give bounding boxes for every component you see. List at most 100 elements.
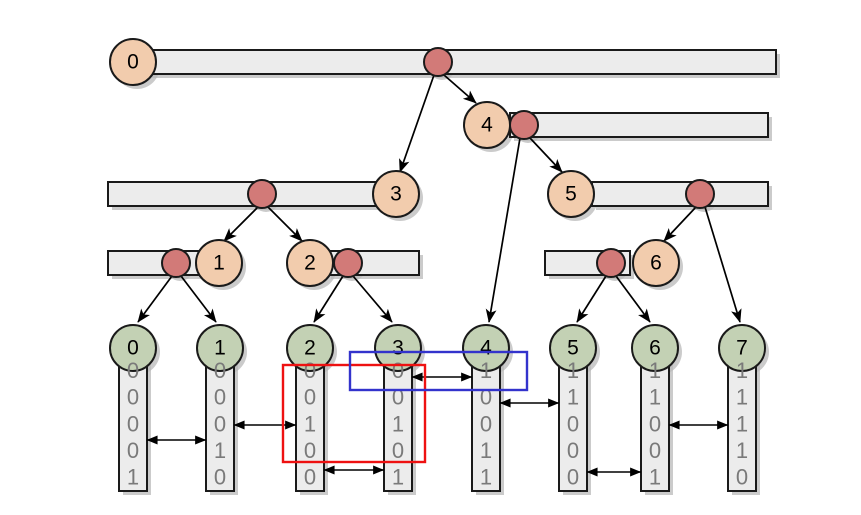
leaf-6-bit-0: 1 bbox=[649, 358, 661, 383]
marker-root[interactable] bbox=[423, 47, 453, 77]
leaf-7[interactable] bbox=[718, 324, 766, 372]
edge-root-to-3 bbox=[399, 74, 435, 173]
bar-layer bbox=[107, 49, 777, 276]
leaf-4-bit-4: 1 bbox=[480, 465, 492, 490]
leaf-0-bit-3: 0 bbox=[127, 438, 139, 463]
leaf-4-bar bbox=[471, 357, 501, 492]
internal-node-layer: 0 4 3 5 1 2 6 bbox=[109, 38, 680, 287]
node-6-label: 6 bbox=[650, 252, 662, 275]
edge-root-to-4 bbox=[443, 74, 477, 104]
leaf-4[interactable] bbox=[462, 324, 510, 372]
marker-level4-b[interactable] bbox=[333, 248, 363, 278]
leaf-3-bit-3: 0 bbox=[392, 438, 404, 463]
leaf-4-bit-1: 0 bbox=[480, 385, 492, 410]
leaf-7-bit-3: 1 bbox=[736, 438, 748, 463]
edge-l3r-to-6 bbox=[663, 206, 697, 242]
node-3[interactable] bbox=[372, 170, 420, 218]
leaf-1-bit-1: 0 bbox=[214, 385, 226, 410]
leaf-5-bit-1: 1 bbox=[567, 385, 579, 410]
node-1[interactable] bbox=[195, 239, 243, 287]
edge-l4a-to-leaf0 bbox=[137, 275, 173, 323]
highlight-blue-rect bbox=[348, 350, 529, 392]
leaf-0[interactable] bbox=[109, 324, 157, 372]
bar-root bbox=[147, 49, 777, 75]
leaf-3-bit-1: 0 bbox=[392, 385, 404, 410]
highlight-red-rect bbox=[281, 363, 427, 464]
leaf-5-bit-3: 0 bbox=[567, 438, 579, 463]
edge-l4c-to-leaf6 bbox=[615, 275, 651, 323]
leaf-3-bit-0: 0 bbox=[392, 358, 404, 383]
leaf-6-bit-2: 0 bbox=[649, 411, 661, 436]
leaf-6-bit-3: 0 bbox=[649, 438, 661, 463]
leaf-0-bit-1: 0 bbox=[127, 385, 139, 410]
leaf-4-bit-0: 1 bbox=[480, 358, 492, 383]
marker-level4-c[interactable] bbox=[596, 248, 626, 278]
leaf-5-bit-0: 1 bbox=[567, 358, 579, 383]
leaf-7-bit-2: 1 bbox=[736, 411, 748, 436]
edge-l4b-to-leaf3 bbox=[352, 275, 393, 323]
edge-l3r-to-7leaf bbox=[704, 206, 742, 323]
edge-l4a-to-leaf1 bbox=[180, 275, 217, 323]
leaf-7-bit-4: 0 bbox=[736, 465, 748, 490]
leaf-1-bar bbox=[205, 357, 235, 492]
marker-level3-right[interactable] bbox=[685, 179, 715, 209]
leaf-1-bit-2: 0 bbox=[214, 411, 226, 436]
leaf-3-bar bbox=[383, 357, 413, 492]
leaf-3-bit-4: 1 bbox=[392, 465, 404, 490]
leaf-6[interactable] bbox=[631, 324, 679, 372]
leaf-5[interactable] bbox=[549, 324, 597, 372]
leaf-6-label: 6 bbox=[649, 337, 661, 360]
leaf-0-bit-4: 1 bbox=[127, 465, 139, 490]
node-6[interactable] bbox=[632, 239, 680, 287]
leaf-5-bar bbox=[558, 357, 588, 492]
marker-level3-left[interactable] bbox=[247, 179, 277, 209]
leaf-4-bit-3: 1 bbox=[480, 438, 492, 463]
marker-level2[interactable] bbox=[509, 110, 539, 140]
leaf-5-label: 5 bbox=[567, 337, 579, 360]
leaf-3-label: 3 bbox=[392, 337, 404, 360]
leaf-2-bit-1: 0 bbox=[304, 385, 316, 410]
node-0[interactable] bbox=[109, 38, 157, 86]
node-2-label: 2 bbox=[304, 252, 316, 275]
leaf-3[interactable] bbox=[374, 324, 422, 372]
bar-level3-right bbox=[591, 181, 769, 207]
edge-l3l-to-1 bbox=[223, 206, 259, 242]
leaf-0-label: 0 bbox=[127, 337, 139, 360]
node-4[interactable] bbox=[463, 101, 511, 149]
leaf-6-bit-1: 1 bbox=[649, 385, 661, 410]
node-5[interactable] bbox=[547, 170, 595, 218]
leaf-5-bit-4: 0 bbox=[567, 465, 579, 490]
highlight-layer bbox=[281, 350, 529, 464]
node-3-label: 3 bbox=[390, 183, 402, 206]
leaf-1-bit-3: 1 bbox=[214, 438, 226, 463]
leaf-2[interactable] bbox=[286, 324, 334, 372]
leaf-2-bit-3: 0 bbox=[304, 438, 316, 463]
leaf-7-bit-0: 1 bbox=[736, 358, 748, 383]
node-1-label: 1 bbox=[213, 252, 225, 275]
leaf-4-label: 4 bbox=[480, 337, 492, 360]
node-2[interactable] bbox=[286, 239, 334, 287]
leaf-7-label: 7 bbox=[736, 337, 748, 360]
edge-l4b-to-leaf2 bbox=[313, 275, 344, 323]
bar-level3-left bbox=[107, 181, 377, 207]
marker-level4-a[interactable] bbox=[161, 248, 191, 278]
leaf-1[interactable] bbox=[196, 324, 244, 372]
edge-l4c-to-leaf5 bbox=[576, 275, 607, 323]
leaf-7-bit-1: 1 bbox=[736, 385, 748, 410]
edge-level2-to-5 bbox=[529, 137, 563, 173]
leaf-6-bit-4: 1 bbox=[649, 465, 661, 490]
leaf-2-label: 2 bbox=[304, 337, 316, 360]
leaf-5-bit-2: 0 bbox=[567, 411, 579, 436]
marker-node-layer bbox=[161, 47, 715, 278]
node-5-label: 5 bbox=[565, 183, 577, 206]
node-0-label: 0 bbox=[127, 51, 139, 74]
leaf-1-bit-4: 0 bbox=[214, 465, 226, 490]
bar-level2 bbox=[509, 112, 769, 138]
leaf-bar-layer bbox=[118, 357, 757, 492]
edge-l3l-to-2 bbox=[267, 206, 303, 242]
link-arrow-layer bbox=[146, 372, 729, 477]
node-4-label: 4 bbox=[481, 114, 493, 137]
